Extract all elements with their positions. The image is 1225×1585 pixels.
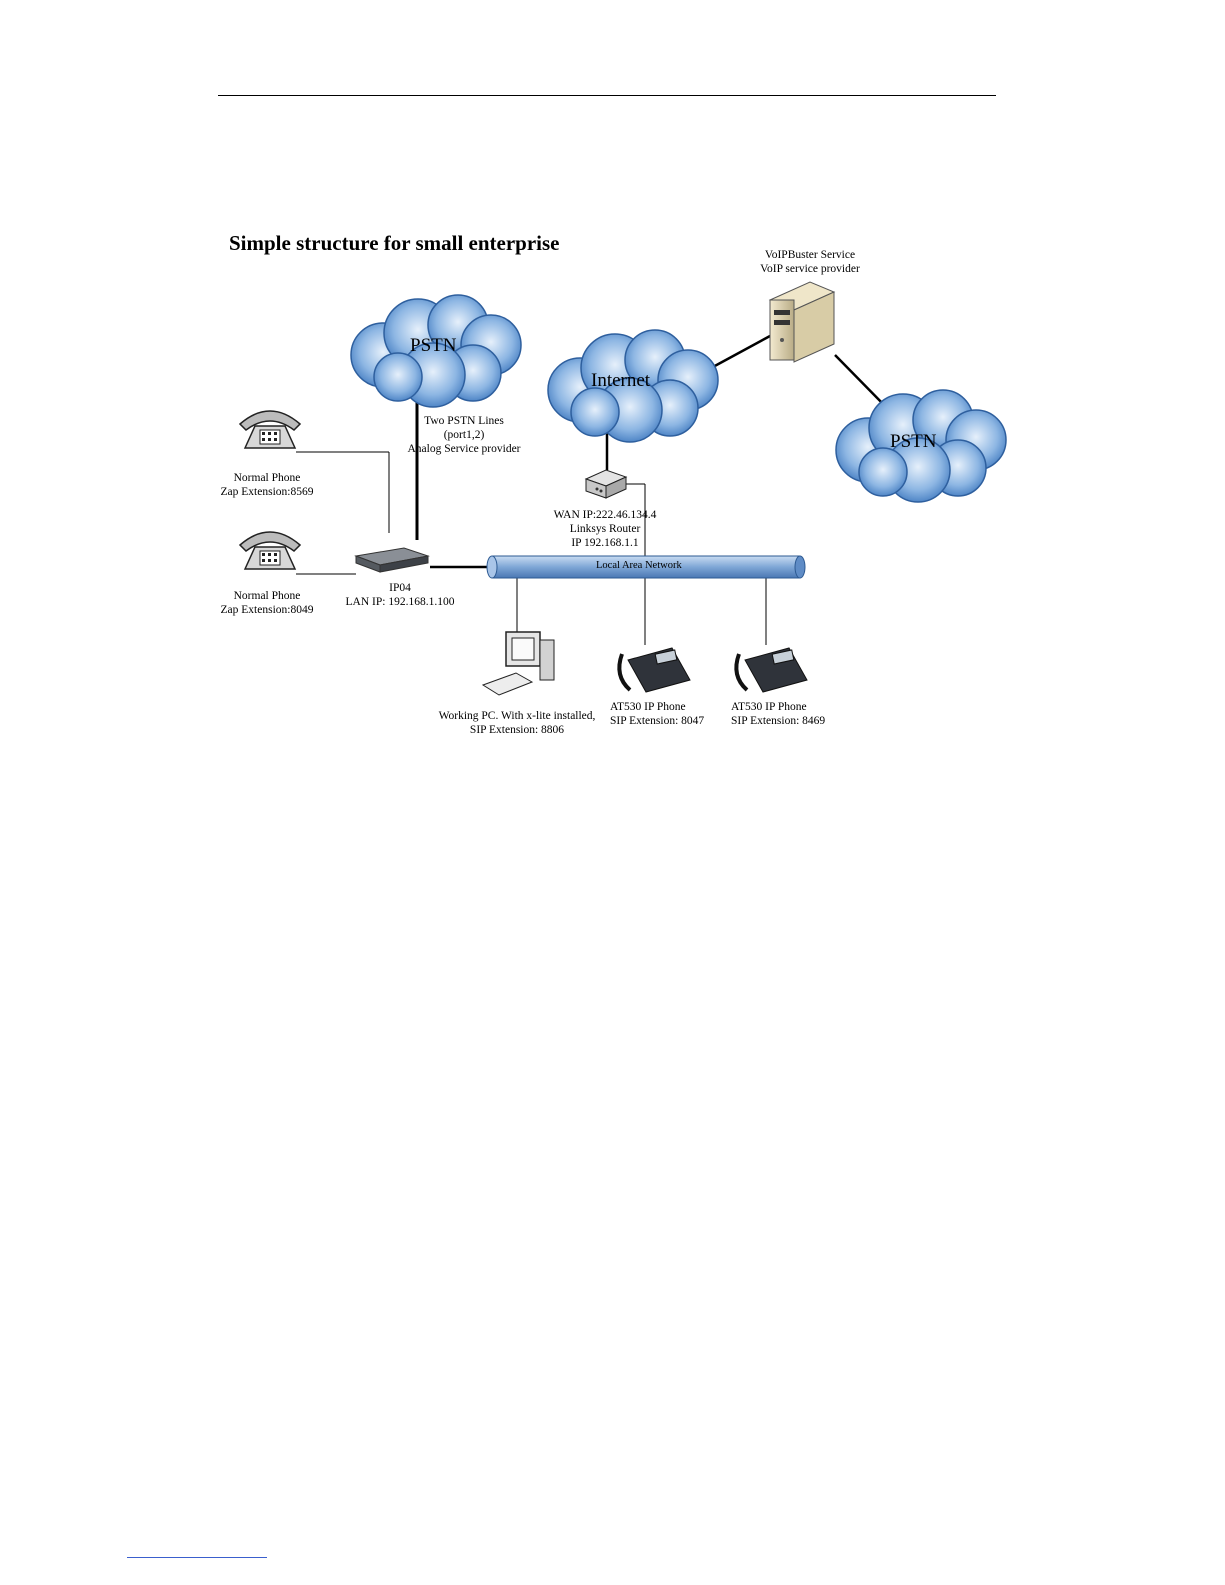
normal-phone-label-1: Normal Phone Zap Extension:8569 bbox=[220, 472, 314, 498]
ip-phone-icon-1 bbox=[617, 647, 691, 693]
lan-label: Local Area Network bbox=[596, 560, 682, 571]
router-label: WAN IP:222.46.134.4 Linksys Router IP 19… bbox=[553, 509, 657, 549]
normal-phone-icon-1 bbox=[238, 410, 302, 449]
footer-link-line bbox=[127, 1557, 267, 1558]
ip04-device-icon bbox=[354, 547, 430, 573]
voip-provider-label: VoIPBuster Service VoIP service provider bbox=[760, 249, 860, 275]
normal-phone-label-2: Normal Phone Zap Extension:8049 bbox=[220, 590, 314, 616]
pstn-lines-label: Two PSTN Lines (port1,2) Analog Service … bbox=[407, 415, 521, 455]
header-rule bbox=[218, 95, 996, 96]
normal-phone-icon-2 bbox=[238, 531, 302, 570]
router-icon bbox=[584, 469, 628, 499]
pstn-top-label: PSTN bbox=[410, 335, 457, 356]
ip-phone-label-1: AT530 IP Phone SIP Extension: 8047 bbox=[610, 701, 705, 727]
diagram-title: Simple structure for small enterprise bbox=[229, 231, 560, 255]
pc-label: Working PC. With x-lite installed, SIP E… bbox=[438, 710, 596, 736]
lan-pipe bbox=[486, 555, 806, 579]
server-icon bbox=[768, 281, 836, 363]
ip04-label: IP04 LAN IP: 192.168.1.100 bbox=[345, 582, 455, 608]
pc-icon bbox=[481, 631, 555, 696]
internet-label: Internet bbox=[591, 370, 651, 391]
pstn-right-label: PSTN bbox=[890, 431, 937, 452]
ip-phone-label-2: AT530 IP Phone SIP Extension: 8469 bbox=[731, 701, 826, 727]
ip-phone-icon-2 bbox=[734, 647, 808, 693]
